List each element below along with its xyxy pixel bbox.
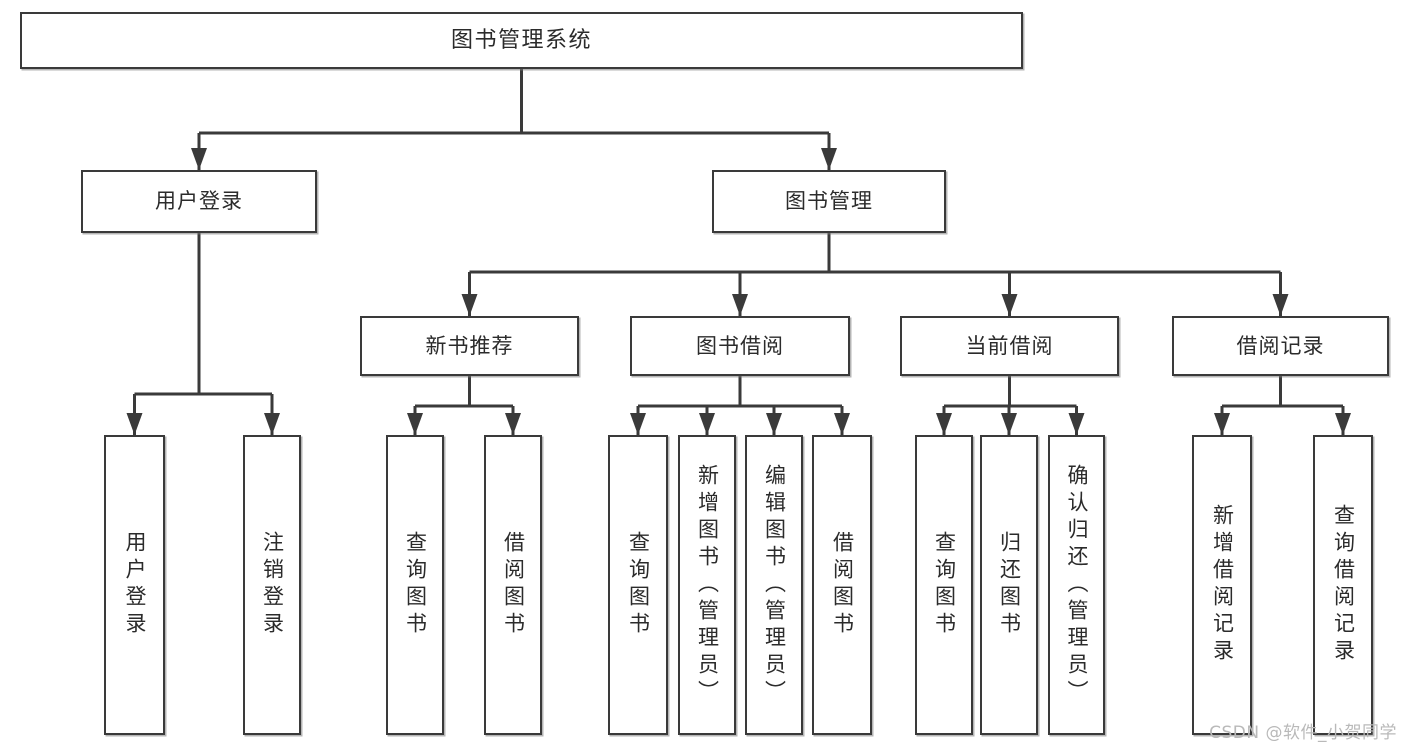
node-label-l_logout: 注销登录 xyxy=(260,531,285,639)
node-label-n_borrow: 借阅图书 xyxy=(501,531,526,639)
node-login[interactable]: 用户登录 xyxy=(81,170,317,233)
node-root[interactable]: 图书管理系统 xyxy=(20,12,1023,69)
node-n_query[interactable]: 查询图书 xyxy=(386,435,444,735)
node-label-c_return: 归还图书 xyxy=(997,531,1022,639)
node-c_query[interactable]: 查询图书 xyxy=(915,435,973,735)
node-label-bookmgmt: 图书管理 xyxy=(785,189,873,214)
node-borrow[interactable]: 图书借阅 xyxy=(630,316,850,376)
node-c_confirm[interactable]: 确认归还（管理员） xyxy=(1048,435,1105,735)
node-b_add[interactable]: 新增图书（管理员） xyxy=(678,435,736,735)
node-l_logout[interactable]: 注销登录 xyxy=(243,435,301,735)
node-label-current: 当前借阅 xyxy=(965,333,1054,358)
node-label-b_add: 新增图书（管理员） xyxy=(695,463,720,707)
node-current[interactable]: 当前借阅 xyxy=(900,316,1119,376)
node-label-l_login: 用户登录 xyxy=(123,531,147,639)
node-label-root: 图书管理系统 xyxy=(450,27,592,53)
node-label-r_query: 查询借阅记录 xyxy=(1331,504,1356,666)
node-r_query[interactable]: 查询借阅记录 xyxy=(1313,435,1373,735)
node-b_lend[interactable]: 借阅图书 xyxy=(812,435,872,735)
node-label-login: 用户登录 xyxy=(155,189,243,214)
node-label-n_query: 查询图书 xyxy=(403,531,428,639)
node-l_login[interactable]: 用户登录 xyxy=(104,435,165,735)
node-c_return[interactable]: 归还图书 xyxy=(980,435,1038,735)
node-label-newbook: 新书推荐 xyxy=(425,333,514,358)
node-r_add[interactable]: 新增借阅记录 xyxy=(1192,435,1252,735)
node-n_borrow[interactable]: 借阅图书 xyxy=(484,435,542,735)
node-label-records: 借阅记录 xyxy=(1236,333,1325,358)
watermark-text: CSDN @软件_小贺同学 xyxy=(1209,723,1397,743)
node-label-r_add: 新增借阅记录 xyxy=(1210,504,1235,666)
node-label-borrow: 图书借阅 xyxy=(696,333,784,358)
node-b_query[interactable]: 查询图书 xyxy=(608,435,668,735)
node-bookmgmt[interactable]: 图书管理 xyxy=(712,170,946,233)
node-newbook[interactable]: 新书推荐 xyxy=(360,316,579,376)
node-b_edit[interactable]: 编辑图书（管理员） xyxy=(745,435,803,735)
node-label-c_confirm: 确认归还（管理员） xyxy=(1065,463,1089,707)
node-label-c_query: 查询图书 xyxy=(932,531,957,639)
node-records[interactable]: 借阅记录 xyxy=(1172,316,1389,376)
node-label-b_query: 查询图书 xyxy=(626,531,651,639)
node-label-b_lend: 借阅图书 xyxy=(830,531,855,639)
node-label-b_edit: 编辑图书（管理员） xyxy=(762,463,787,707)
